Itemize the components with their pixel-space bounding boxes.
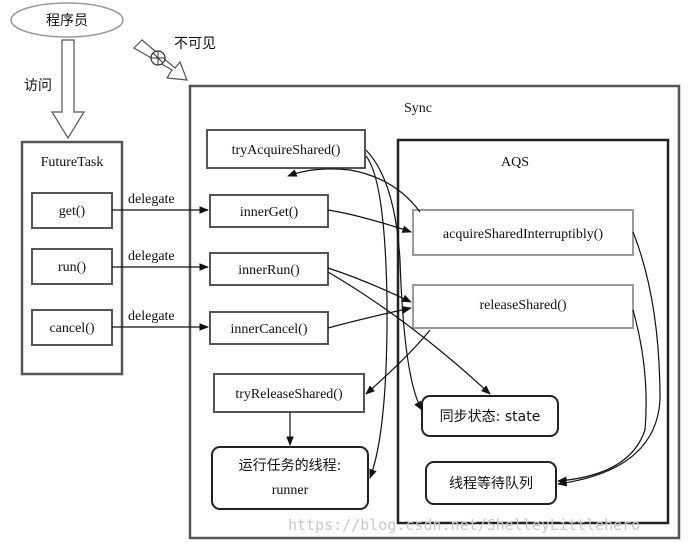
method-get-label: get() bbox=[59, 204, 86, 219]
invisible-arrow bbox=[133, 39, 188, 81]
edge-tryacquire-to-state bbox=[365, 149, 423, 411]
state-label: 同步状态: state bbox=[440, 409, 541, 425]
aqs-container: AQS bbox=[396, 138, 670, 525]
try-release-shared-label: tryReleaseShared() bbox=[235, 387, 343, 402]
inner-run-label: innerRun() bbox=[238, 263, 300, 278]
node-inner-run: innerRun() bbox=[209, 252, 329, 286]
release-shared-label: releaseShared() bbox=[479, 298, 566, 313]
try-acquire-shared-label: tryAcquireShared() bbox=[232, 143, 341, 158]
aqs-title: AQS bbox=[501, 155, 529, 170]
node-try-release-shared: tryReleaseShared() bbox=[213, 373, 365, 413]
runner-label-line1: 运行任务的线程: bbox=[239, 458, 342, 474]
internal-edges bbox=[286, 149, 661, 487]
sync-container: Sync bbox=[188, 84, 681, 540]
delegate-edges bbox=[112, 206, 209, 331]
wait-queue-label: 线程等待队列 bbox=[449, 475, 533, 492]
edge-release-to-queue bbox=[557, 309, 647, 485]
node-runner: 运行任务的线程: runner bbox=[211, 446, 369, 510]
access-arrow bbox=[50, 39, 86, 140]
edge-innercancel-to-release bbox=[327, 306, 412, 329]
node-state: 同步状态: state bbox=[421, 395, 559, 437]
edge-release-to-tryrelease bbox=[365, 329, 431, 395]
edge-acquire-to-tryacquire bbox=[287, 168, 421, 213]
access-label: 访问 bbox=[24, 78, 52, 94]
watermark-text: https://blog.csdn.net/ShelleyLittlehero bbox=[288, 516, 640, 534]
edge-innerget-to-acquire bbox=[327, 209, 412, 233]
acquire-shared-interruptibly-label: acquireSharedInterruptibly() bbox=[443, 227, 603, 242]
method-box-get bbox=[31, 192, 113, 229]
actor-node: 程序员 bbox=[10, 2, 124, 38]
node-acquire-shared-interruptibly: acquireSharedInterruptibly() bbox=[412, 209, 634, 256]
edge-innerrun-to-state bbox=[327, 271, 491, 395]
inner-cancel-label: innerCancel() bbox=[231, 322, 308, 337]
futuretask-title: FutureTask bbox=[41, 155, 104, 170]
futuretask-container: FutureTask get() run() cancel() bbox=[20, 140, 124, 376]
delegate-label-cancel: delegate bbox=[128, 309, 175, 324]
delegate-label-run: delegate bbox=[128, 249, 175, 264]
node-inner-get: innerGet() bbox=[209, 194, 329, 228]
node-wait-queue: 线程等待队列 bbox=[425, 461, 557, 505]
node-try-acquire-shared: tryAcquireShared() bbox=[206, 129, 366, 169]
method-box-cancel bbox=[31, 309, 113, 346]
edge-acquire-to-queue bbox=[557, 231, 661, 487]
node-release-shared: releaseShared() bbox=[412, 284, 634, 329]
actor-label: 程序员 bbox=[46, 13, 88, 29]
method-run-label: run() bbox=[58, 260, 86, 275]
edge-tryacquire-to-runner bbox=[365, 155, 388, 479]
sync-title: Sync bbox=[404, 101, 432, 116]
delegate-label-get: delegate bbox=[128, 192, 175, 207]
invisible-label: 不可见 bbox=[174, 36, 216, 52]
node-inner-cancel: innerCancel() bbox=[209, 311, 329, 345]
method-cancel-label: cancel() bbox=[49, 321, 94, 336]
runner-label-line2: runner bbox=[272, 483, 309, 498]
inner-get-label: innerGet() bbox=[240, 205, 299, 220]
